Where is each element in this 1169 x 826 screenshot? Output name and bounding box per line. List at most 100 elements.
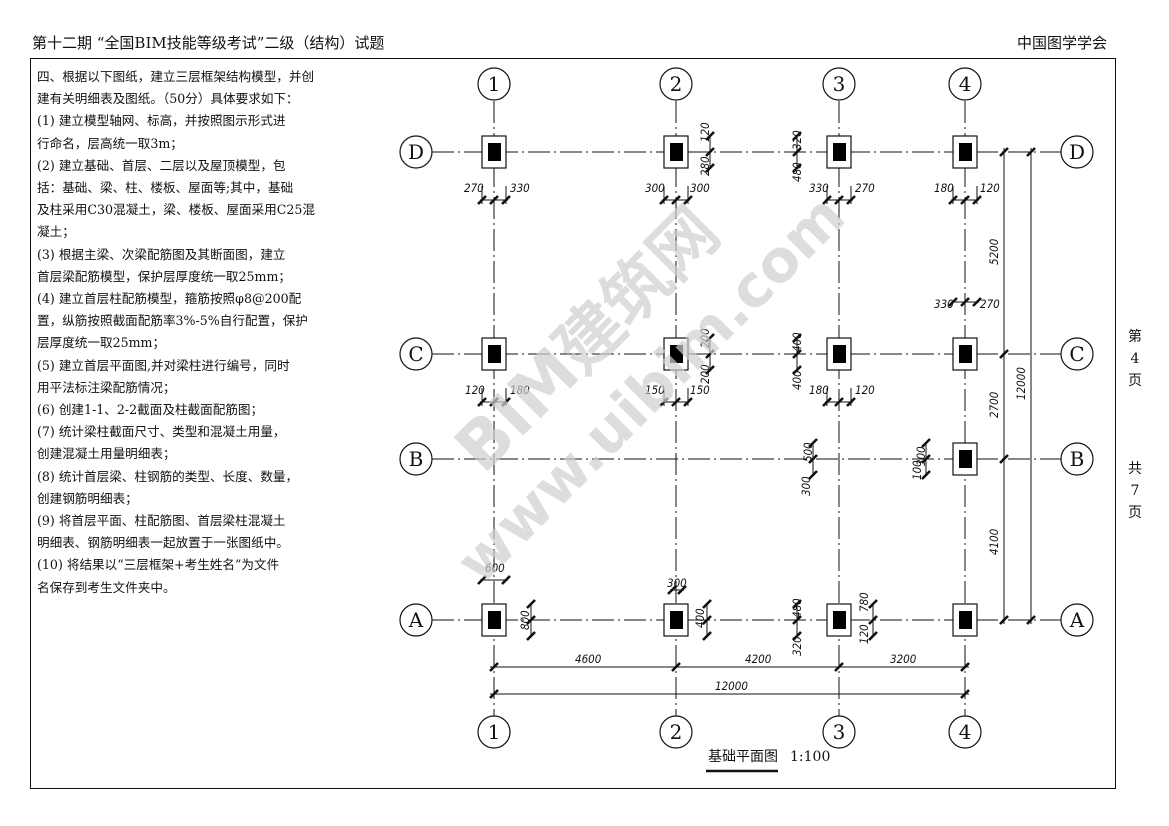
dimension-tick — [1026, 147, 1036, 157]
dimension-tick — [948, 297, 958, 307]
dimension-tick — [808, 454, 818, 464]
total-unit: 页 — [1128, 505, 1142, 521]
axis-bubble-circle — [1060, 603, 1094, 637]
footing — [481, 135, 507, 169]
dimension-tick — [921, 470, 931, 480]
axis-bubble-bottom: 1 — [477, 715, 511, 749]
dim-label: 120 — [855, 383, 875, 397]
axis-bubble-top: 2 — [659, 67, 693, 101]
span-dim-label: 4100 — [987, 528, 1001, 555]
instruction-line: (9) 将首层平面、柱配筋图、首层梁柱混凝土 — [37, 513, 286, 529]
dimension-tick — [792, 631, 802, 641]
dimension-tick — [526, 599, 536, 609]
dim-label: 180 — [510, 383, 530, 397]
instruction-line: 行命名，层高统一取3m； — [37, 135, 183, 151]
axis-bubble-left: A — [399, 603, 433, 637]
axis-bubble-circle — [659, 715, 693, 749]
dimension-tick — [671, 397, 681, 407]
axis-bubble-top: 4 — [948, 67, 982, 101]
drawing-title: 基础平面图 — [708, 748, 778, 765]
axis-bubble-label: D — [1069, 140, 1085, 164]
dimension-tick — [683, 397, 693, 407]
axis-bubble-left: B — [399, 442, 433, 476]
instruction-line: (2) 建立基础、首层、二层以及屋顶模型，包 — [37, 157, 286, 173]
dim-label: 400 — [790, 332, 804, 352]
column-section — [833, 143, 846, 161]
dimension-tick — [846, 397, 856, 407]
column-section — [959, 611, 972, 629]
exam-title: 第十二期 “全国BIM技能等级考试”二级（结构）试题 — [32, 34, 385, 52]
dim-label: 400 — [790, 370, 804, 390]
column-section — [488, 611, 501, 629]
dimension-tick — [834, 662, 844, 672]
footing — [952, 337, 978, 371]
dimension-tick — [792, 615, 802, 625]
instruction-line: (3) 根据主梁、次梁配筋图及其断面图，建立 — [37, 246, 286, 262]
dim-label: 180 — [934, 181, 954, 195]
dimension-tick — [705, 333, 715, 343]
axis-bubble-label: B — [1070, 447, 1085, 471]
footing — [952, 603, 978, 637]
dimension-tick — [667, 585, 677, 595]
column-section — [670, 611, 683, 629]
dimension-tick — [792, 599, 802, 609]
total-count: 7 — [1130, 483, 1140, 499]
dimension-tick — [921, 438, 931, 448]
dimension-tick — [868, 615, 878, 625]
dimension-tick — [960, 689, 970, 699]
axis-bubble-label: 4 — [959, 720, 972, 744]
dimension-tick — [477, 575, 487, 585]
dim-label: 500 — [801, 442, 815, 462]
axis-bubble-right: C — [1060, 337, 1094, 371]
dimension-tick — [489, 397, 499, 407]
column-section — [833, 611, 846, 629]
footing — [481, 337, 507, 371]
dimension-tick — [846, 195, 856, 205]
axis-bubble-label: D — [408, 140, 424, 164]
dimension-tick — [834, 397, 844, 407]
dimension-tick — [702, 599, 712, 609]
axis-bubble-label: 1 — [488, 72, 501, 96]
dimension-tick — [702, 615, 712, 625]
dim-label: 480 — [790, 598, 804, 618]
axis-bubble-circle — [659, 67, 693, 101]
dimension-tick — [671, 662, 681, 672]
page-label: 第 — [1128, 329, 1142, 345]
dim-label: 280 — [698, 156, 712, 176]
axis-bubble-circle — [477, 67, 511, 101]
dimension-tick — [822, 397, 832, 407]
dim-label: 270 — [855, 181, 875, 195]
dimension-tick — [960, 662, 970, 672]
dim-label: 270 — [464, 181, 484, 195]
dim-label: 300 — [690, 181, 710, 195]
axis-bubble-label: B — [409, 447, 424, 471]
dimension-tick — [834, 195, 844, 205]
dimension-tick — [792, 147, 802, 157]
axis-bubble-label: 2 — [670, 72, 683, 96]
dimension-tick — [705, 365, 715, 375]
dimension-tick — [792, 131, 802, 141]
axis-bubble-right: A — [1060, 603, 1094, 637]
dimension-tick — [792, 163, 802, 173]
dimension-tick — [999, 147, 1009, 157]
instruction-line: (7) 统计梁柱截面尺寸、类型和混凝土用量， — [37, 424, 286, 440]
axis-bubble-bottom: 3 — [822, 715, 856, 749]
dim-label: 120 — [698, 122, 712, 142]
footing — [826, 337, 852, 371]
instruction-line: (4) 建立首层柱配筋模型，箍筋按照φ8@200配 — [37, 291, 302, 307]
dim-label: 270 — [980, 297, 1000, 311]
bay-dim-label: 4600 — [575, 652, 602, 666]
dimension-tick — [489, 689, 499, 699]
dimension-labels: 270 330 300 300 120 280 320 480 330 270 … — [464, 122, 1028, 693]
axis-bubble-circle — [399, 337, 433, 371]
instruction-line: 用平法标注梁配筋情况； — [37, 379, 176, 395]
dim-label: 300 — [645, 181, 665, 195]
instruction-line: (5) 建立首层平面图,并对梁柱进行编号，同时 — [37, 357, 290, 373]
page-unit: 页 — [1128, 373, 1142, 389]
dimension-tick — [1026, 615, 1036, 625]
instruction-line: 首层梁配筋模型，保护层厚度统一取25mm； — [37, 268, 292, 284]
axis-bubble-label: 3 — [833, 720, 846, 744]
dimension-tick — [999, 615, 1009, 625]
column-section — [959, 143, 972, 161]
